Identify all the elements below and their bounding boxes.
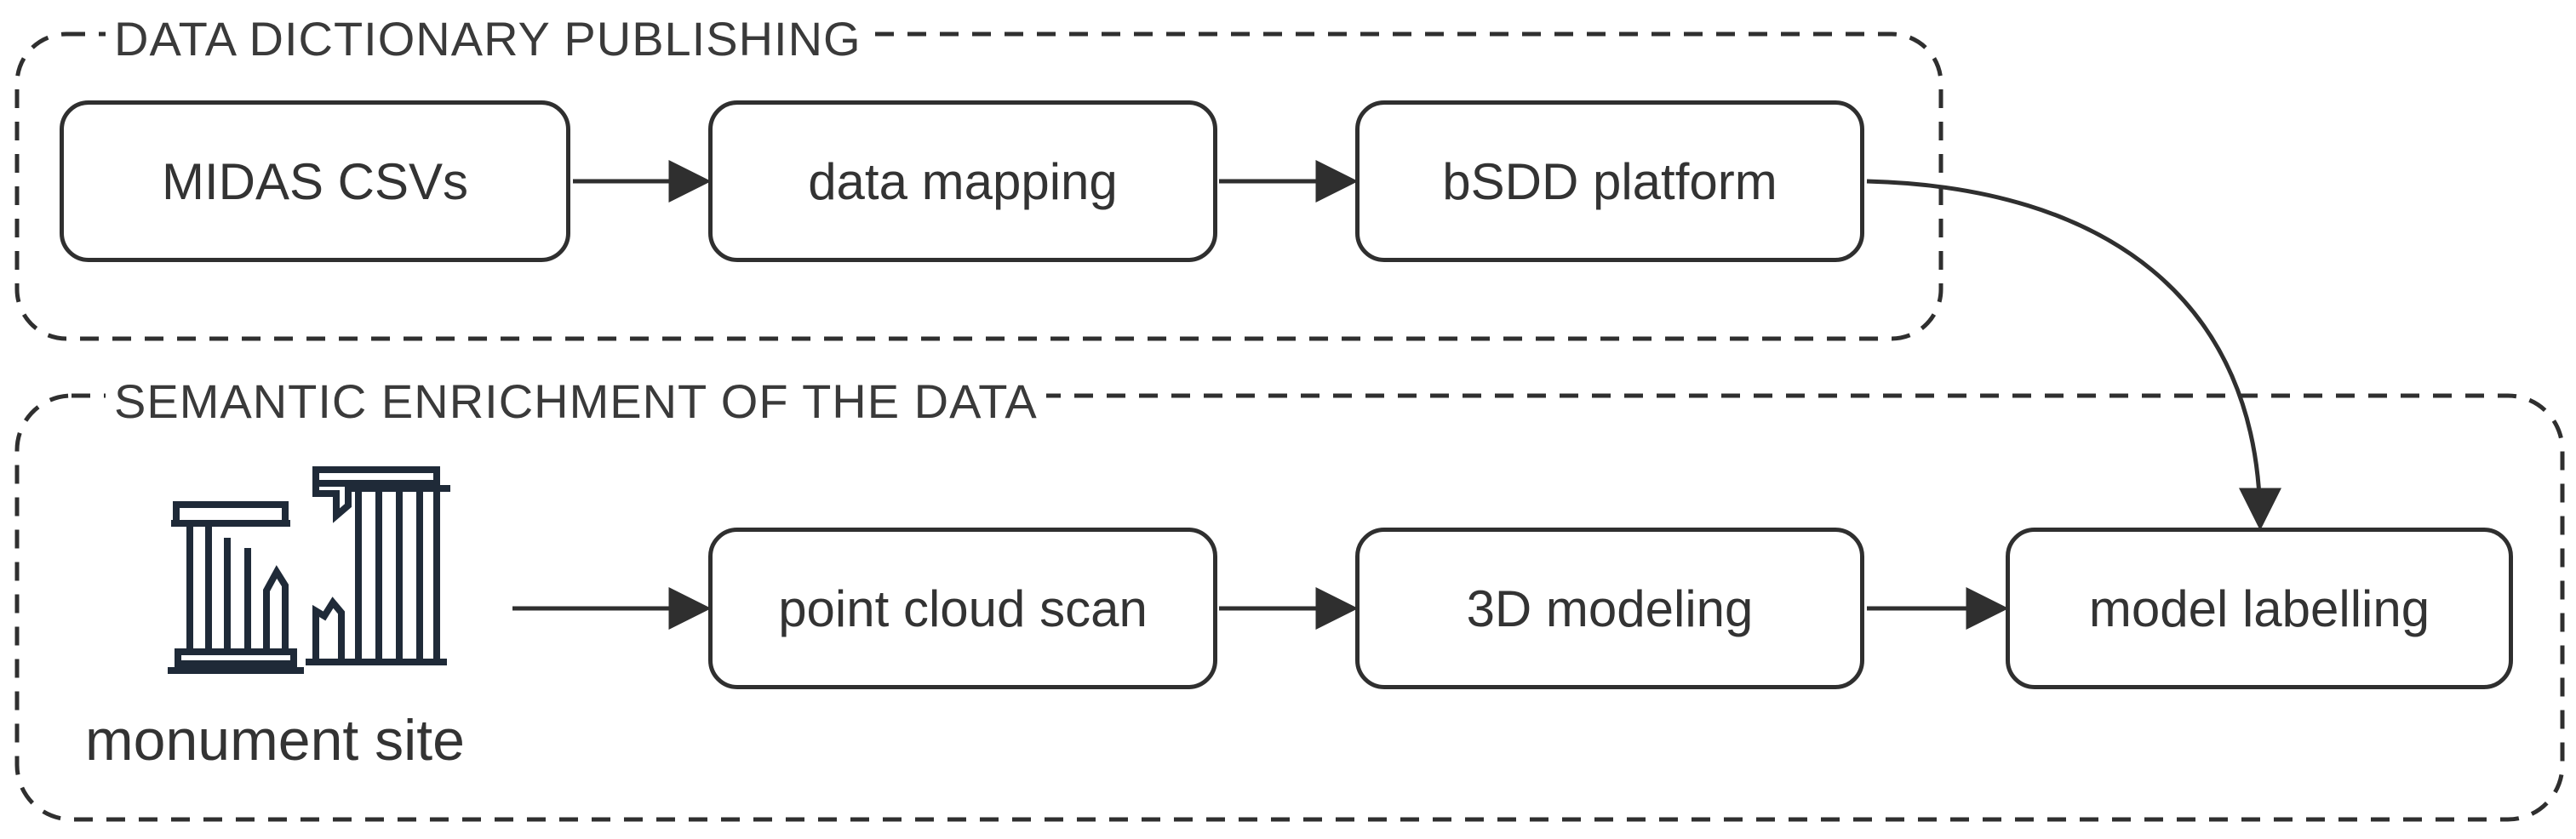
group-title-enrichment: SEMANTIC ENRICHMENT OF THE DATA bbox=[106, 374, 1046, 429]
group-frame-enrichment bbox=[14, 393, 2565, 822]
node-model-labelling: model labelling bbox=[2006, 528, 2513, 689]
node-data-mapping: data mapping bbox=[708, 100, 1217, 262]
node-3d-modeling: 3D modeling bbox=[1355, 528, 1864, 689]
monument-ruins-icon bbox=[168, 466, 450, 674]
group-frame-publishing bbox=[14, 31, 1943, 341]
arrow-bsdd-to-labelling bbox=[1866, 179, 2281, 531]
node-point-cloud-scan: point cloud scan bbox=[708, 528, 1217, 689]
group-title-publishing: DATA DICTIONARY PUBLISHING bbox=[106, 12, 870, 66]
node-midas-csvs: MIDAS CSVs bbox=[60, 100, 570, 262]
node-bsdd-platform: bSDD platform bbox=[1355, 100, 1864, 262]
monument-site-caption: monument site bbox=[85, 708, 465, 773]
